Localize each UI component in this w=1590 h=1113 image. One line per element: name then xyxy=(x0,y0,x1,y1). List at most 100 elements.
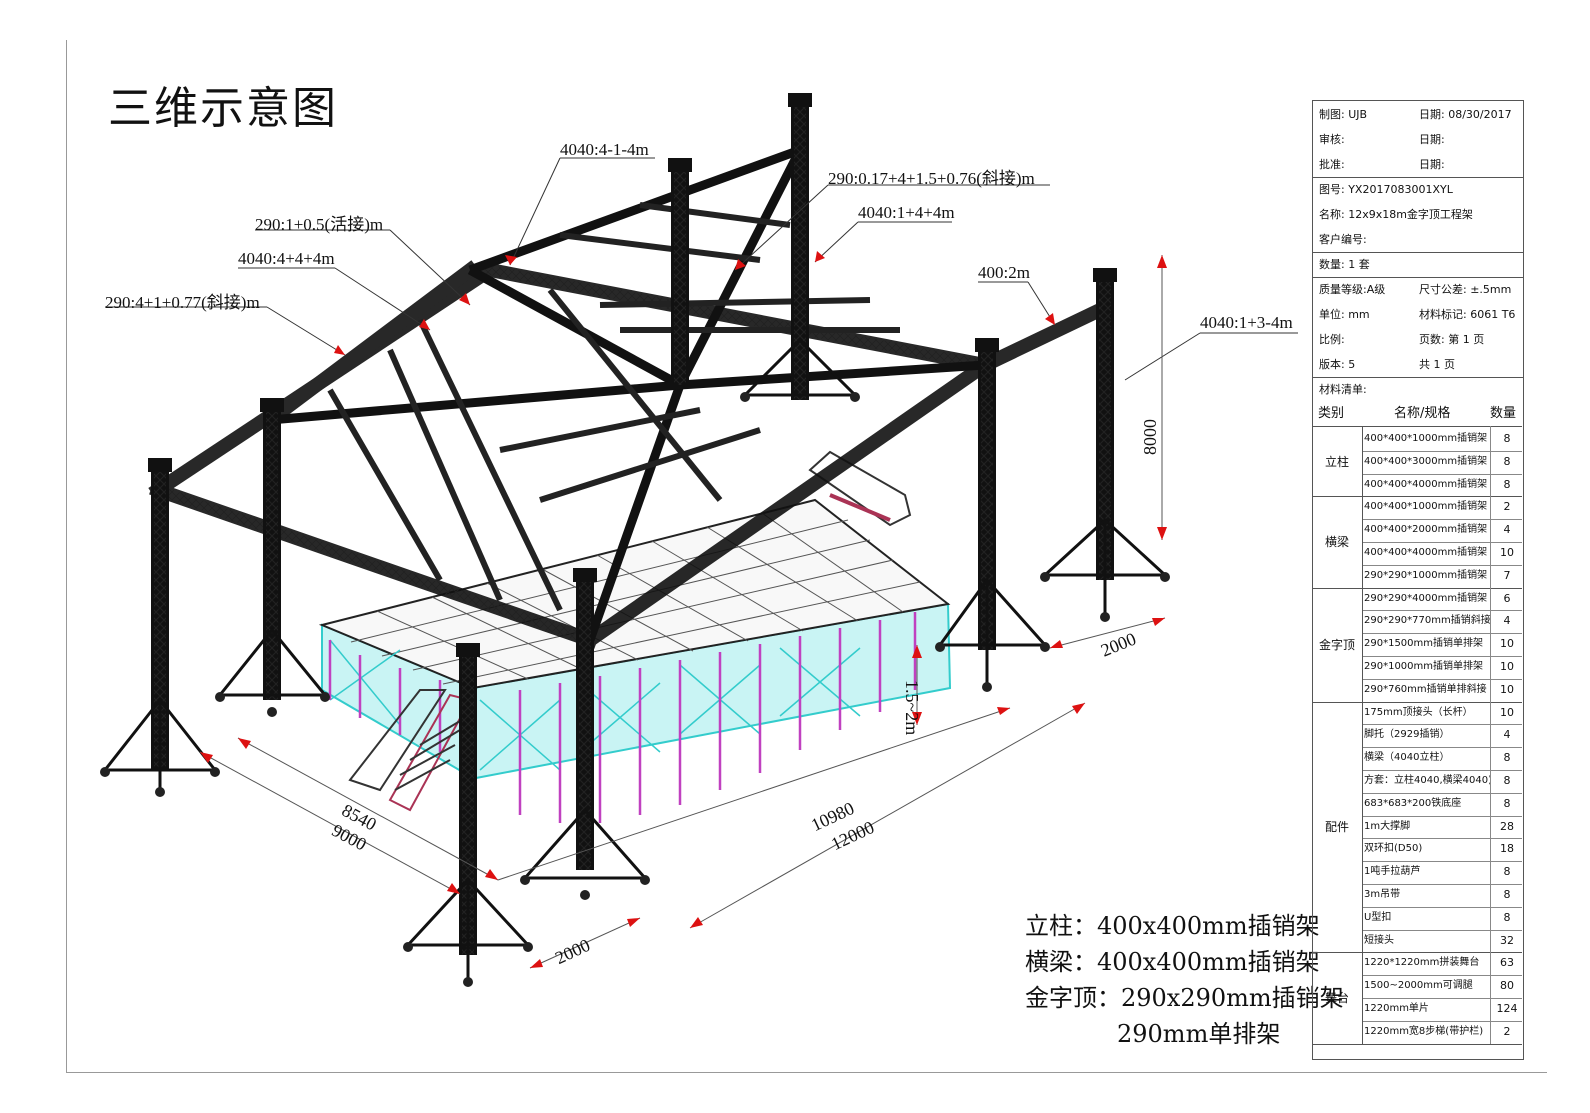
title-block-value: 共 1 页 xyxy=(1419,358,1455,371)
divider xyxy=(1313,277,1523,278)
truss-label: 4040:1+4+4m xyxy=(858,203,955,222)
leader-lines xyxy=(105,157,1298,381)
material-item-qty: 8 xyxy=(1503,432,1511,445)
divider xyxy=(1362,724,1522,726)
legend-line: 横梁：400x400mm插销架 xyxy=(1025,948,1320,976)
divider xyxy=(1362,998,1522,999)
divider xyxy=(1312,587,1522,589)
right-beam xyxy=(580,355,995,650)
material-item-qty: 8 xyxy=(1503,910,1511,924)
material-item-qty: 8 xyxy=(1503,888,1511,901)
dimension-lines xyxy=(199,255,1166,969)
material-item-name: 1220mm单片 xyxy=(1364,1003,1429,1014)
stage-top xyxy=(318,498,951,690)
material-item-name: 400*400*4000mm插销架 xyxy=(1364,478,1488,490)
material-item-name: 290*290*4000mm插销架 xyxy=(1364,592,1488,604)
material-item-name: 290*290*1000mm插销架 xyxy=(1364,569,1488,581)
material-item-name: 400*400*4000mm插销架 xyxy=(1364,547,1488,558)
material-item-qty: 18 xyxy=(1500,842,1514,856)
legend-line: 290mm单排架 xyxy=(1117,1020,1281,1048)
title-block-key: 材料清单: xyxy=(1319,383,1367,396)
material-item-qty: 63 xyxy=(1500,956,1514,970)
material-item-qty: 10 xyxy=(1500,682,1514,696)
material-category: 金字顶 xyxy=(1318,637,1355,652)
divider xyxy=(1313,252,1523,253)
material-category: 立柱 xyxy=(1324,455,1349,470)
title-block-key: 图号: YX2017083001XYL xyxy=(1319,183,1453,196)
divider xyxy=(1362,610,1522,612)
divider xyxy=(1362,884,1522,885)
material-item-qty: 10 xyxy=(1500,705,1514,719)
material-item-qty: 8 xyxy=(1503,774,1511,787)
truss-label: 4040:1+3-4m xyxy=(1200,313,1293,332)
divider xyxy=(1362,633,1522,635)
title-block-value: 日期: xyxy=(1419,133,1445,146)
material-item-name: 290*290*770mm插销斜接 xyxy=(1364,615,1490,627)
material-item-name: 双环扣(D50) xyxy=(1364,843,1423,855)
material-item-qty: 8 xyxy=(1503,454,1511,468)
truss-label: 290:1+0.5(活接)m xyxy=(255,215,384,234)
title-block-row: 制图: UJB 日期: 08/30/2017 xyxy=(1319,103,1519,127)
material-item-qty: 8 xyxy=(1503,796,1511,810)
material-item-qty: 28 xyxy=(1500,819,1514,833)
title-block-row: 审核: 日期: xyxy=(1319,128,1519,152)
materials-header-name: 名称/规格 xyxy=(1394,406,1451,421)
material-item-qty: 8 xyxy=(1503,751,1511,765)
title-block-key: 数量: 1 套 xyxy=(1319,258,1370,271)
drawing-frame xyxy=(66,40,1547,1073)
divider xyxy=(1362,747,1522,749)
divider xyxy=(1312,426,1522,427)
title-block-row: 批准:日期: xyxy=(1319,153,1519,177)
title-block-key: 单位: mm xyxy=(1319,308,1370,321)
title-block-row: 数量: 1 套 xyxy=(1319,253,1519,277)
divider xyxy=(1312,952,1522,954)
material-item-name: 1500~2000mm可调腿 xyxy=(1364,980,1473,992)
title-block-value: 页数: 第 1 页 xyxy=(1419,333,1485,346)
spec-legend: 立柱：400x400mm插销架 横梁：400x400mm插销架 金字顶：290x… xyxy=(1025,908,1344,1052)
material-item-qty: 10 xyxy=(1500,637,1514,651)
truss-label: 290:0.17+4+1.5+0.76(斜接)m xyxy=(828,169,1035,188)
back-stairs xyxy=(808,450,912,527)
divider xyxy=(1362,838,1522,840)
material-item-name: 方套：立柱4040,横梁4040) xyxy=(1364,775,1490,786)
divider xyxy=(1362,473,1522,475)
material-item-name: 400*400*3000mm插销架 xyxy=(1364,455,1488,467)
materials-header-qty: 数量 xyxy=(1490,406,1517,421)
material-item-qty: 4 xyxy=(1503,728,1511,742)
title-block-row: 客户编号: xyxy=(1319,228,1519,252)
material-item-name: 1吨手拉葫芦 xyxy=(1364,866,1421,878)
title-block-row: 比例:页数: 第 1 页 xyxy=(1319,328,1519,352)
material-item-name: 290*760mm插销单排斜接 xyxy=(1364,683,1487,695)
material-item-name: 1220*1220mm拼装舞台 xyxy=(1364,957,1480,969)
material-item-qty: 6 xyxy=(1503,591,1511,605)
divider xyxy=(1312,1043,1522,1045)
page-title: 三维示意图 xyxy=(108,83,338,134)
divider xyxy=(1362,519,1522,521)
material-item-qty: 8 xyxy=(1503,477,1511,491)
title-block-value: 日期: 08/30/2017 xyxy=(1419,108,1512,121)
material-category: 舞台 xyxy=(1324,991,1349,1005)
divider xyxy=(1362,770,1522,771)
material-item-name: 683*683*200铁底座 xyxy=(1364,797,1462,809)
divider xyxy=(1362,861,1522,863)
divider xyxy=(1362,426,1363,1044)
title-block-key: 制图: UJB xyxy=(1319,108,1368,121)
ridge-beam xyxy=(468,145,802,275)
material-item-qty: 2 xyxy=(1503,1024,1511,1038)
divider xyxy=(1362,815,1522,817)
title-block-row: 名称: 12x9x18m金字顶工程架 xyxy=(1319,203,1519,227)
truss-label: 4040:4-1-4m xyxy=(560,140,649,159)
truss-label: 290:4+1+0.77(斜接)m xyxy=(105,293,260,312)
title-block-key: 批准: xyxy=(1319,158,1345,171)
divider xyxy=(1313,177,1523,178)
title-block-key: 客户编号: xyxy=(1319,233,1367,246)
material-item-name: 横梁（4040立柱） xyxy=(1364,752,1450,764)
divider xyxy=(1362,906,1522,908)
title-block-key: 审核: xyxy=(1319,133,1345,146)
divider xyxy=(1362,929,1522,931)
title-block-row: 质量等级:A级尺寸公差: ±.5mm xyxy=(1319,278,1519,302)
title-block-key: 质量等级:A级 xyxy=(1319,283,1386,296)
material-item-qty: 32 xyxy=(1500,933,1514,947)
